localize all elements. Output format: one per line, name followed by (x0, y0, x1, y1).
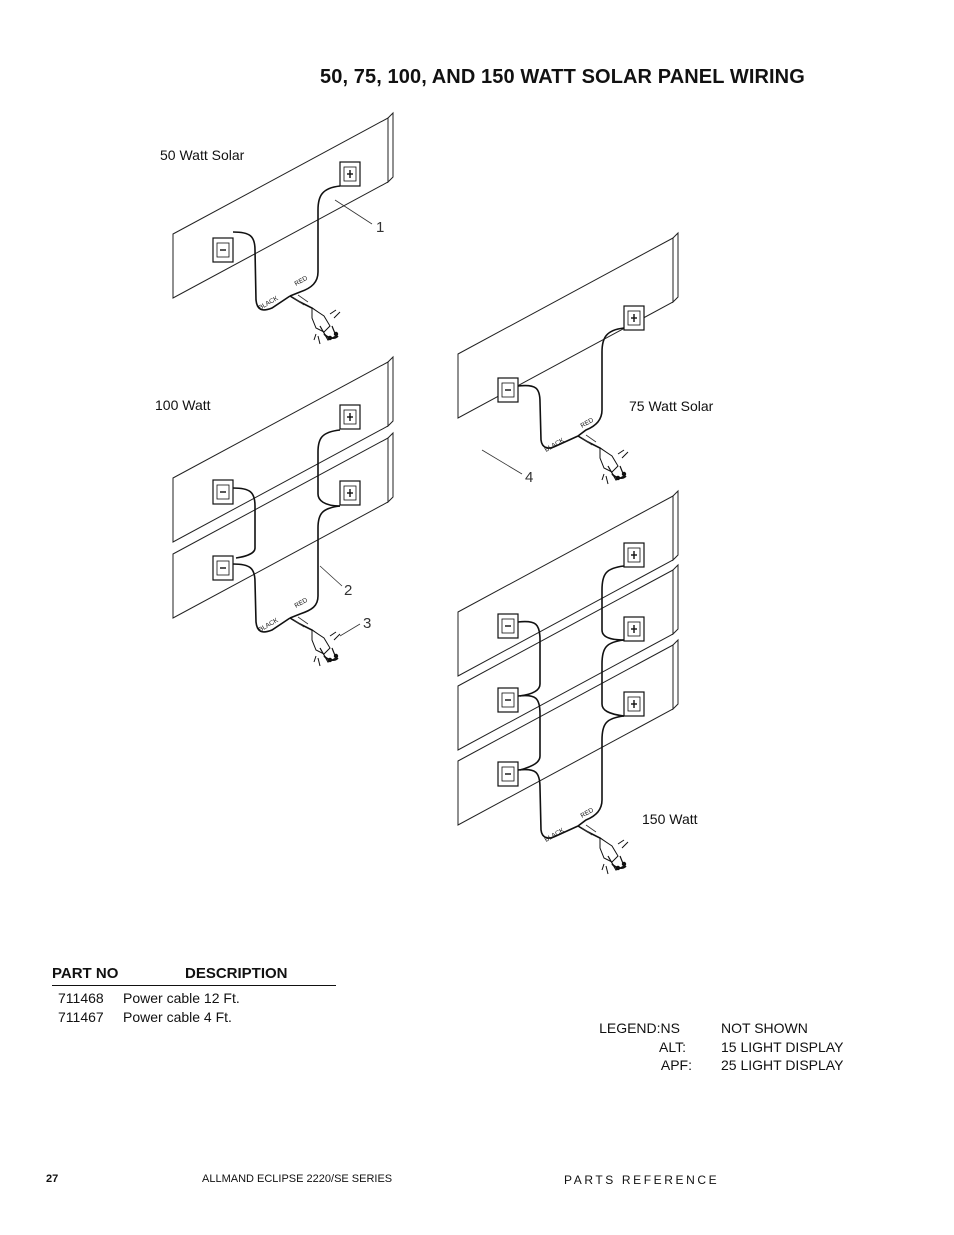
negative-terminal-icon (497, 761, 519, 787)
callout-4: 4 (525, 469, 533, 486)
label-100-watt: 100 Watt (155, 397, 211, 413)
positive-terminal-icon (339, 480, 361, 506)
legend-value: 25 LIGHT DISPLAY (721, 1057, 844, 1073)
callout-3: 3 (363, 615, 371, 632)
negative-terminal-icon (497, 377, 519, 403)
callout-2: 2 (344, 582, 352, 599)
positive-terminal-icon (623, 691, 645, 717)
positive-terminal-icon (339, 404, 361, 430)
black-wire-label: BLACK (544, 437, 567, 454)
negative-terminal-icon (212, 479, 234, 505)
footer-section: PARTS REFERENCE (564, 1173, 720, 1187)
table-row: 711468 Power cable 12 Ft. (58, 990, 240, 1006)
table-row: 711467 Power cable 4 Ft. (58, 1009, 232, 1025)
red-wire-label: RED (580, 417, 596, 430)
red-wire-label: RED (294, 275, 310, 288)
part-description: Power cable 12 Ft. (123, 990, 240, 1006)
footer-series: ALLMAND ECLIPSE 2220/SE SERIES (202, 1173, 393, 1185)
positive-terminal-icon (623, 542, 645, 568)
battery-clamp-icon (577, 434, 629, 485)
legend-key: APF: (660, 1057, 692, 1073)
page-title: 50, 75, 100, AND 150 WATT SOLAR PANEL WI… (320, 66, 805, 88)
positive-terminal-icon (623, 305, 645, 331)
description-header: DESCRIPTION (185, 965, 288, 982)
part-number: 711468 (58, 990, 104, 1006)
positive-terminal-icon (339, 161, 361, 187)
label-150-watt: 150 Watt (642, 811, 698, 827)
legend-value: NOT SHOWN (721, 1020, 808, 1036)
label-50-watt: 50 Watt Solar (160, 147, 245, 163)
part-number: 711467 (58, 1009, 104, 1025)
battery-clamp-icon (289, 616, 341, 667)
battery-clamp-icon (289, 294, 341, 345)
negative-terminal-icon (497, 613, 519, 639)
label-75-watt: 75 Watt Solar (629, 398, 714, 414)
red-wire-label: RED (580, 807, 596, 820)
positive-terminal-icon (623, 616, 645, 642)
panel-75w: BLACK RED (457, 232, 679, 485)
page-number: 27 (46, 1173, 59, 1185)
red-wire-label: RED (294, 597, 310, 610)
part-no-header: PART NO (52, 965, 119, 982)
parts-table-header: PART NO DESCRIPTION (52, 965, 336, 986)
negative-terminal-icon (212, 555, 234, 581)
legend-key: ALT: (659, 1039, 686, 1055)
negative-terminal-icon (212, 237, 234, 263)
negative-terminal-icon (497, 687, 519, 713)
part-description: Power cable 4 Ft. (123, 1009, 232, 1025)
legend-key: LEGEND:NS (599, 1020, 680, 1036)
legend-value: 15 LIGHT DISPLAY (721, 1039, 844, 1055)
callout-1: 1 (376, 219, 384, 236)
black-wire-label: BLACK (544, 827, 567, 844)
battery-clamp-icon (577, 824, 629, 875)
